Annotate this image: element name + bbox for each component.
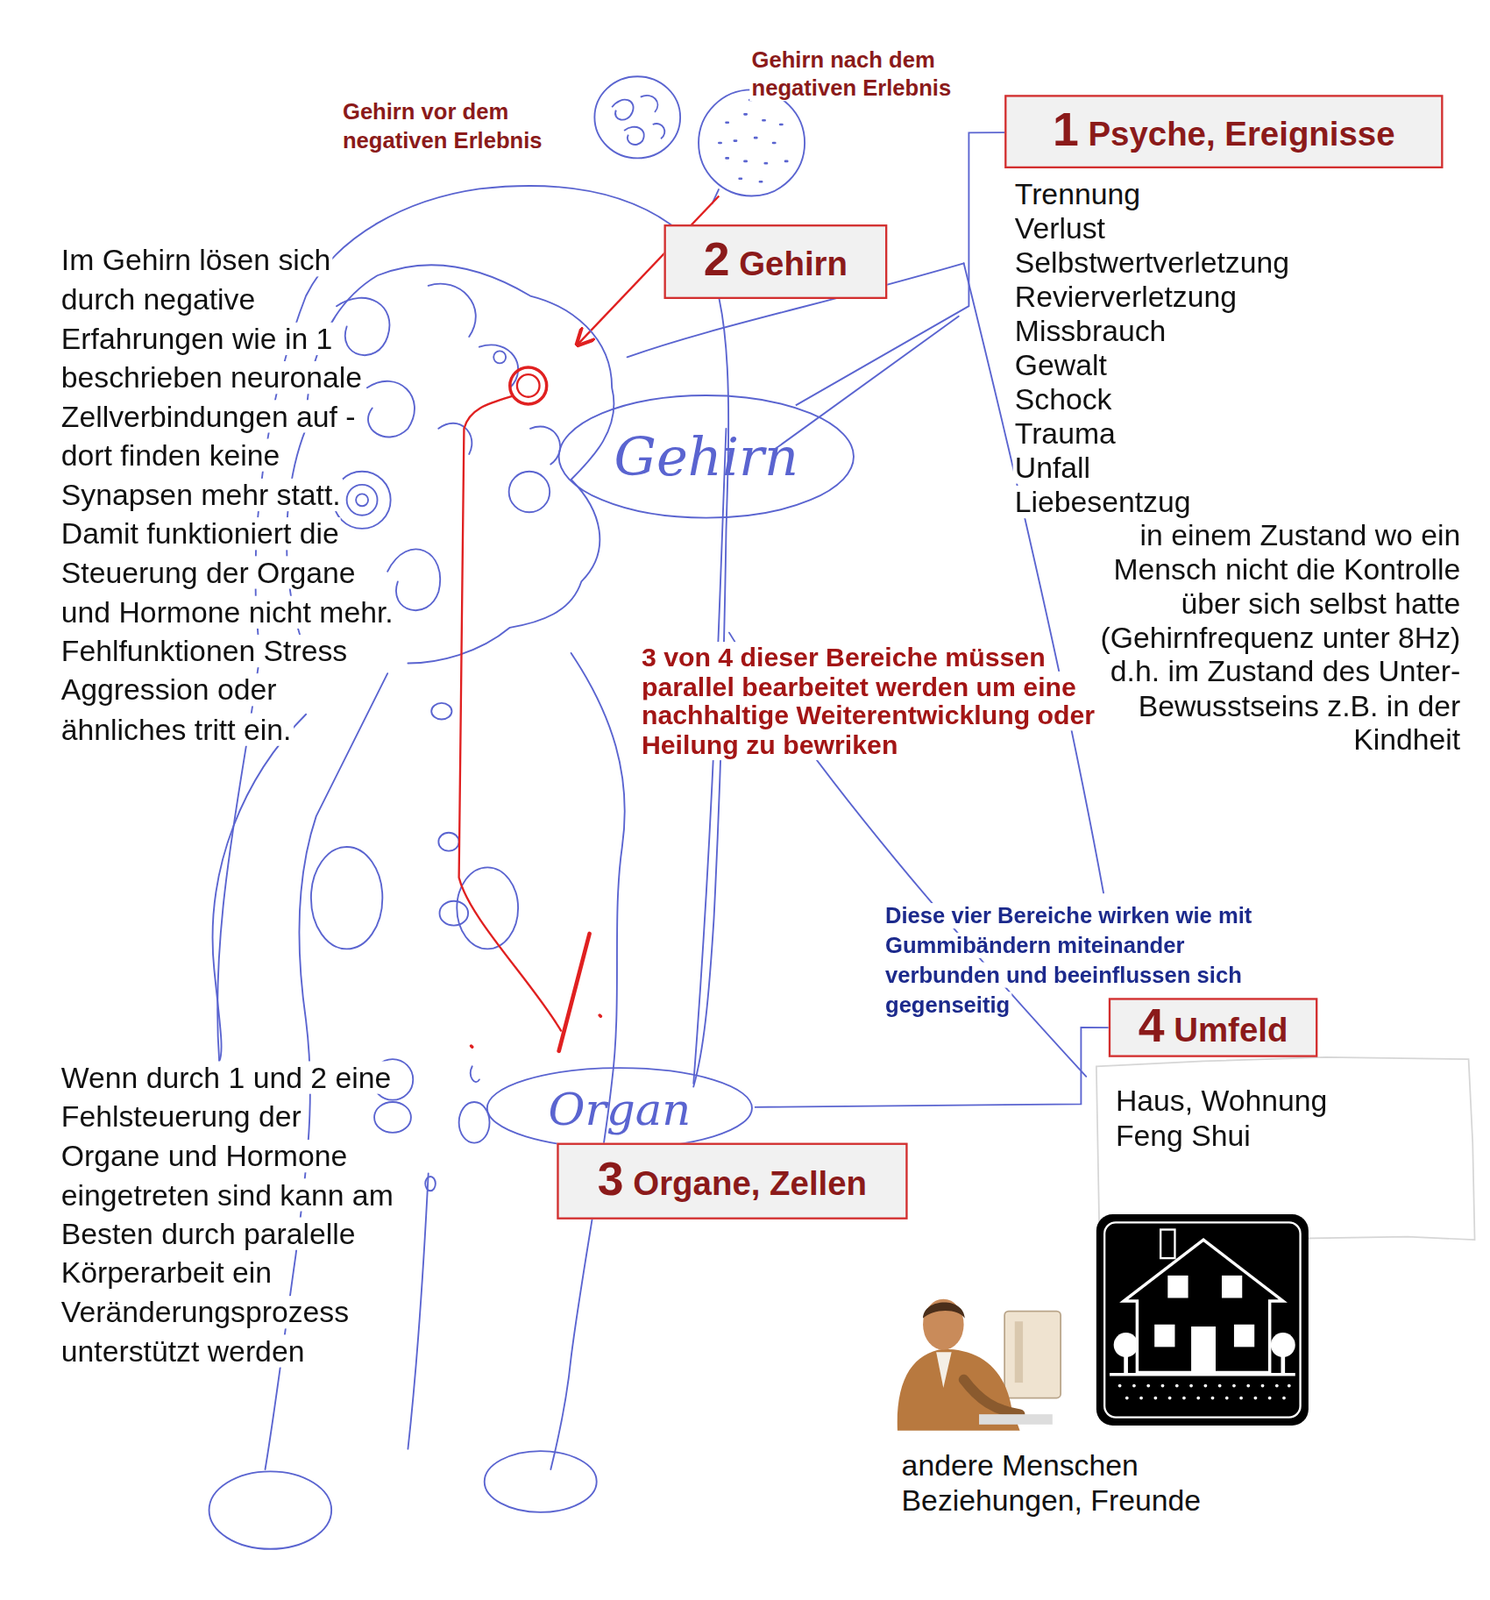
list-item-block: Missbrauch [1012, 313, 1349, 348]
image-caption-block: Gehirn nach dem negativen Erlebnis [749, 45, 1003, 103]
list-item-block: Gewalt [1012, 347, 1349, 383]
list-item: Unfall [1012, 450, 1093, 483]
key-note-block: Diese vier Bereiche wirken wie mit Gummi… [883, 901, 1302, 1020]
key-note: Diese vier Bereiche wirken wie mit Gummi… [883, 902, 1255, 1017]
box-title: 2 Gehirn [703, 238, 848, 284]
list-item-block: Trennung [1012, 177, 1349, 213]
section-box: 3 Organe, Zellen [556, 1142, 908, 1220]
list-item-block: Revierverletzung [1012, 279, 1349, 314]
key-note: 3 von 4 dieser Bereiche müssen parallel … [639, 641, 1098, 760]
image-caption: Gehirn vor dem negativen Erlebnis [340, 99, 545, 154]
list-item-block: Selbstwertverletzung [1012, 245, 1349, 280]
handwritten-word: Organ [548, 1081, 692, 1134]
house-icon [1096, 1213, 1309, 1426]
environment-text: Haus, Wohnung Feng Shui [1113, 1084, 1330, 1151]
section-box: 1 Psyche, Ereignisse [1004, 94, 1443, 169]
explanation-text-block: Im Gehirn lösen sich durch negative Erfa… [58, 241, 401, 749]
list-item: Schock [1012, 382, 1114, 415]
list-item: Selbstwertverletzung [1012, 245, 1292, 278]
rubber-band-line [754, 1027, 1109, 1107]
list-item: Verlust [1012, 212, 1107, 245]
brain-after [698, 89, 805, 204]
list-item: Liebesentzug [1012, 484, 1192, 518]
environment-text-block: andere Menschen Beziehungen, Freunde [899, 1448, 1278, 1518]
nerve-line [459, 367, 602, 1051]
list-item-block: Trauma [1012, 416, 1349, 451]
list-item: Trauma [1012, 416, 1118, 449]
list-item-block: Liebesentzug [1012, 484, 1349, 519]
section-box: 2 Gehirn [663, 224, 887, 299]
box-title: 4 Umfeld [1138, 1004, 1289, 1051]
box-title: 1 Psyche, Ereignisse [1052, 108, 1396, 155]
environment-text: andere Menschen Beziehungen, Freunde [899, 1448, 1203, 1516]
explanation-text-block: Wenn durch 1 und 2 eine Fehlsteuerung de… [58, 1057, 401, 1371]
image-caption: Gehirn nach dem negativen Erlebnis [749, 47, 953, 102]
list-item: Missbrauch [1012, 313, 1168, 347]
list-item-block: Schock [1012, 382, 1349, 417]
list-item: Gewalt [1012, 347, 1109, 381]
handwritten-word: Gehirn [614, 425, 799, 488]
handwritten-ellipse: Organ [484, 1065, 755, 1150]
list-item-block: Verlust [1012, 212, 1349, 247]
section-box: 4 Umfeld [1108, 997, 1319, 1058]
key-note-block: 3 von 4 dieser Bereiche müssen parallel … [639, 642, 1120, 760]
person-clipart [897, 1298, 1061, 1431]
environment-text-block: Haus, Wohnung Feng Shui [1113, 1084, 1400, 1153]
brain-before [594, 76, 681, 158]
handwritten-ellipse: Gehirn [555, 392, 857, 520]
box-title: 3 Organe, Zellen [597, 1157, 867, 1204]
note-text: in einem Zustand wo ein Mensch nicht die… [1098, 517, 1462, 756]
list-item-block: Unfall [1012, 450, 1349, 485]
explanation-text: Im Gehirn lösen sich durch negative Erfa… [58, 243, 396, 745]
list-item: Trennung [1012, 177, 1143, 211]
paper-patch [1096, 1057, 1476, 1240]
image-caption-block: Gehirn vor dem negativen Erlebnis [340, 98, 602, 156]
list-item: Revierverletzung [1012, 279, 1239, 313]
explanation-text: Wenn durch 1 und 2 eine Fehlsteuerung de… [58, 1060, 396, 1367]
note-text-block: in einem Zustand wo ein Mensch nicht die… [1046, 517, 1463, 758]
